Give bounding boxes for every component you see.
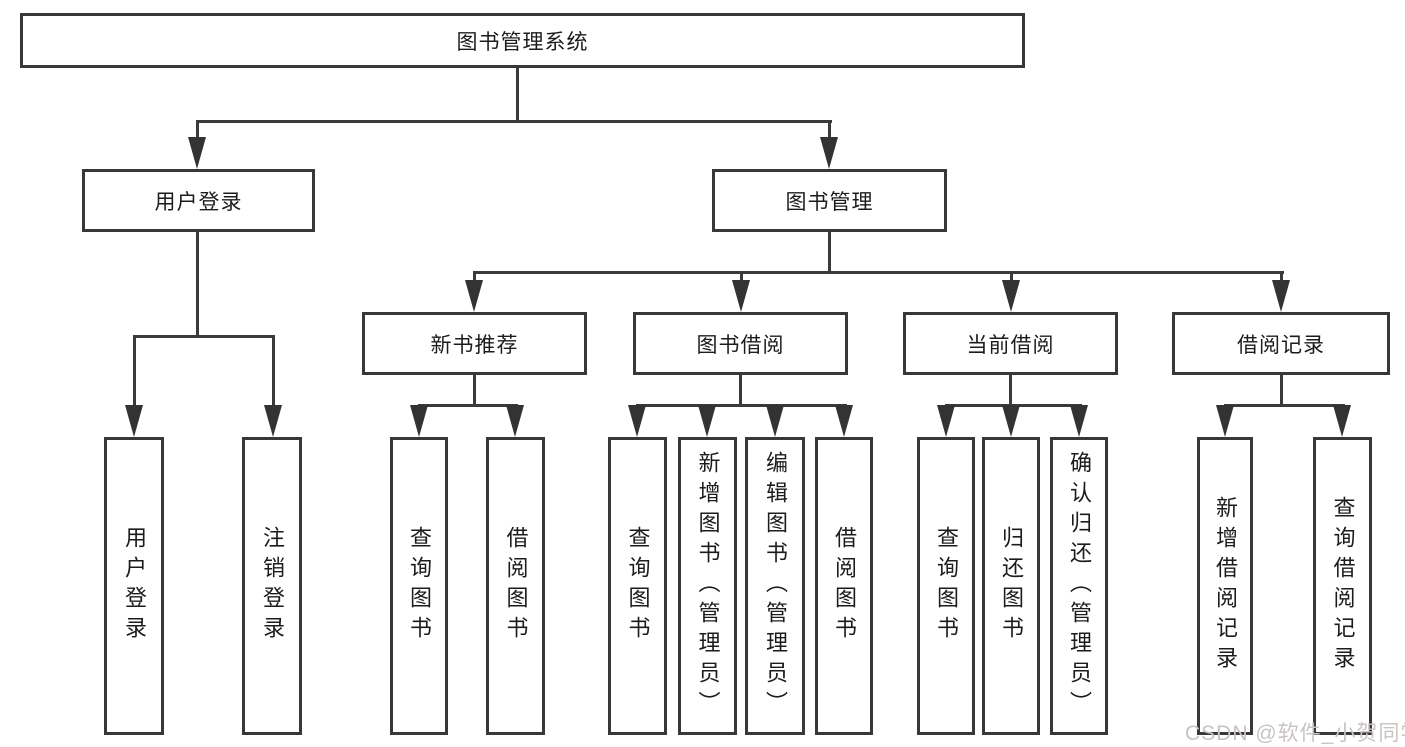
leaf-label: 查询借阅记录	[1330, 496, 1356, 676]
leaf-confirm-return-admin: 确认归还（管理员）	[1050, 437, 1108, 735]
connector-line	[196, 120, 832, 123]
node-current-borrow: 当前借阅	[903, 312, 1118, 375]
arrow-down-icon	[820, 137, 838, 169]
leaf-add-book-admin: 新增图书（管理员）	[678, 437, 737, 735]
leaf-borrow-books: 借阅图书	[815, 437, 873, 735]
node-label: 图书管理系统	[456, 30, 589, 54]
node-borrow-records: 借阅记录	[1172, 312, 1390, 375]
arrow-down-icon	[1002, 405, 1020, 437]
arrow-down-icon	[698, 405, 716, 437]
leaf-label: 新增借阅记录	[1213, 496, 1238, 676]
leaf-label: 编辑图书（管理员）	[763, 451, 788, 721]
leaf-query-books-borrow: 查询图书	[608, 437, 667, 735]
connector-line	[1280, 274, 1283, 283]
connector-line	[636, 404, 847, 407]
connector-line	[196, 232, 199, 338]
leaf-label: 用户登录	[122, 526, 147, 646]
arrow-down-icon	[125, 405, 143, 437]
connector-line	[1280, 375, 1283, 407]
leaf-add-borrow-record: 新增借阅记录	[1197, 437, 1253, 735]
node-root-system: 图书管理系统	[20, 13, 1025, 68]
connector-line	[828, 232, 831, 274]
leaf-query-borrow-record: 查询借阅记录	[1313, 437, 1372, 735]
arrow-down-icon	[766, 405, 784, 437]
connector-line	[473, 271, 1284, 274]
connector-line	[272, 338, 275, 408]
connector-line	[473, 375, 476, 407]
arrow-down-icon	[1333, 405, 1351, 437]
leaf-borrow-books-recommend: 借阅图书	[486, 437, 545, 735]
leaf-label: 查询图书	[625, 526, 651, 646]
node-book-management: 图书管理	[712, 169, 947, 232]
node-new-book-recommend: 新书推荐	[362, 312, 587, 375]
arrow-down-icon	[1002, 280, 1020, 312]
leaf-logout: 注销登录	[242, 437, 302, 735]
arrow-down-icon	[1216, 405, 1234, 437]
connector-line	[196, 123, 199, 142]
arrow-down-icon	[628, 405, 646, 437]
connector-line	[418, 404, 518, 407]
leaf-label: 确认归还（管理员）	[1067, 451, 1092, 721]
connector-line	[740, 274, 743, 283]
leaf-label: 借阅图书	[832, 526, 857, 646]
arrow-down-icon	[732, 280, 750, 312]
node-label: 用户登录	[154, 190, 243, 214]
connector-line	[133, 338, 136, 408]
leaf-label: 新增图书（管理员）	[695, 451, 721, 721]
leaf-user-login: 用户登录	[104, 437, 164, 735]
connector-line	[473, 274, 476, 283]
leaf-query-books-current: 查询图书	[917, 437, 975, 735]
leaf-label: 归还图书	[999, 526, 1024, 646]
connector-line	[828, 123, 831, 142]
leaf-label: 注销登录	[260, 526, 285, 646]
arrow-down-icon	[835, 405, 853, 437]
leaf-query-books-recommend: 查询图书	[390, 437, 448, 735]
node-label: 借阅记录	[1237, 333, 1325, 357]
connector-line	[1224, 404, 1345, 407]
connector-line	[133, 335, 275, 338]
node-label: 图书借阅	[696, 333, 785, 357]
connector-line	[516, 68, 519, 122]
leaf-return-books: 归还图书	[982, 437, 1040, 735]
arrow-down-icon	[188, 137, 206, 169]
arrow-down-icon	[410, 405, 428, 437]
arrow-down-icon	[937, 405, 955, 437]
leaf-label: 查询图书	[934, 526, 959, 646]
node-user-login: 用户登录	[82, 169, 315, 232]
connector-line	[1009, 375, 1012, 407]
csdn-watermark: CSDN @软件_小贺同学	[1185, 722, 1405, 745]
leaf-edit-book-admin: 编辑图书（管理员）	[745, 437, 805, 735]
node-label: 图书管理	[785, 190, 874, 214]
node-label: 新书推荐	[430, 333, 519, 357]
leaf-label: 借阅图书	[503, 526, 529, 646]
arrow-down-icon	[1272, 280, 1290, 312]
connector-line	[1010, 274, 1013, 283]
node-label: 当前借阅	[966, 333, 1055, 357]
node-book-borrow: 图书借阅	[633, 312, 848, 375]
leaf-label: 查询图书	[407, 526, 432, 646]
connector-line	[739, 375, 742, 407]
arrow-down-icon	[465, 280, 483, 312]
arrow-down-icon	[264, 405, 282, 437]
arrow-down-icon	[1070, 405, 1088, 437]
arrow-down-icon	[506, 405, 524, 437]
